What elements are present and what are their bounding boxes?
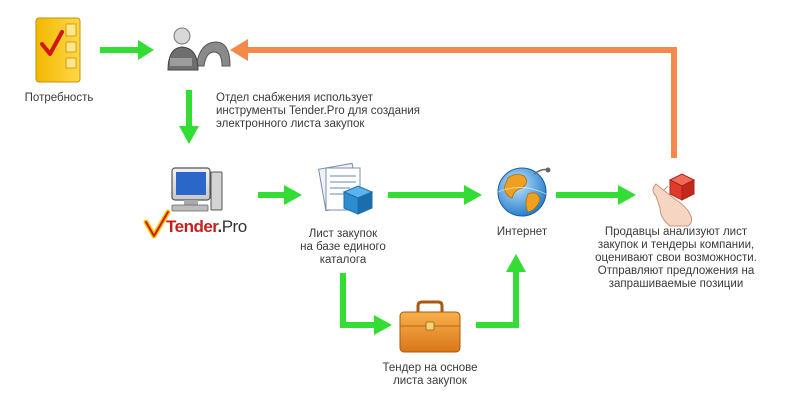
label-need-line: Потребность <box>24 92 94 104</box>
arrow-catalog-to-internet <box>388 185 482 205</box>
logo-dot: . <box>217 217 222 236</box>
label-need: Потребность <box>19 92 99 105</box>
label-sellers-line: Отправляют предложения на <box>597 265 755 277</box>
document-box-icon <box>318 162 374 215</box>
label-sellers-line: Продавцы анализуют лист <box>604 226 748 238</box>
label-procurement-line: инструменты Tender.Pro для создания <box>216 105 420 117</box>
label-sellers: Продавцы анализуют лист закупок и тендер… <box>588 226 764 291</box>
yellow-binder-checkmark-icon <box>35 17 81 83</box>
label-procurement-line: электронного листа закупок <box>216 118 365 130</box>
label-catalog: Лист закупок на базе единого каталога <box>283 228 403 267</box>
label-tender: Тендер на основе листа закупок <box>370 362 490 388</box>
label-sellers-line: запрашиваемые позиции <box>608 278 744 290</box>
tender-pro-logo: Tender.Pro <box>146 212 247 242</box>
label-sellers-line: закупок и тендеры компании, <box>597 239 755 251</box>
logo-brand: Tender <box>166 217 218 236</box>
label-catalog-line: на базе единого <box>300 241 386 253</box>
label-procurement-line: Отдел снабжения использует <box>216 92 373 104</box>
label-sellers-line: оценивают свои возможности. <box>595 252 757 264</box>
label-internet: Интернет <box>482 226 562 239</box>
label-tender-line: Тендер на основе <box>382 362 478 374</box>
tender-pro-logo-text: Tender.Pro <box>166 217 247 237</box>
hand-cube-icon <box>652 173 696 227</box>
desktop-computer-icon <box>171 167 223 212</box>
label-tender-line: листа закупок <box>393 375 467 387</box>
arrow-procurement-to-computer <box>179 90 199 144</box>
tender-pro-logo-check-icon <box>143 209 171 239</box>
globe-icon <box>497 167 551 217</box>
arrow-computer-to-catalog <box>258 185 302 205</box>
label-catalog-line: каталога <box>319 254 367 266</box>
arrow-sellers-to-procurement <box>230 39 677 158</box>
briefcase-icon <box>399 300 461 353</box>
arrow-internet-to-sellers <box>556 185 636 205</box>
arrow-tender-to-internet <box>476 254 526 328</box>
arrow-catalog-to-tender <box>340 273 392 335</box>
operator-person-icon <box>167 27 231 71</box>
label-internet-line: Интернет <box>496 226 548 238</box>
label-catalog-line: Лист закупок <box>308 228 378 240</box>
arrow-need-to-procurement <box>100 40 154 60</box>
label-procurement: Отдел снабжения использует инструменты T… <box>216 92 420 131</box>
logo-suffix: Pro <box>221 217 247 236</box>
